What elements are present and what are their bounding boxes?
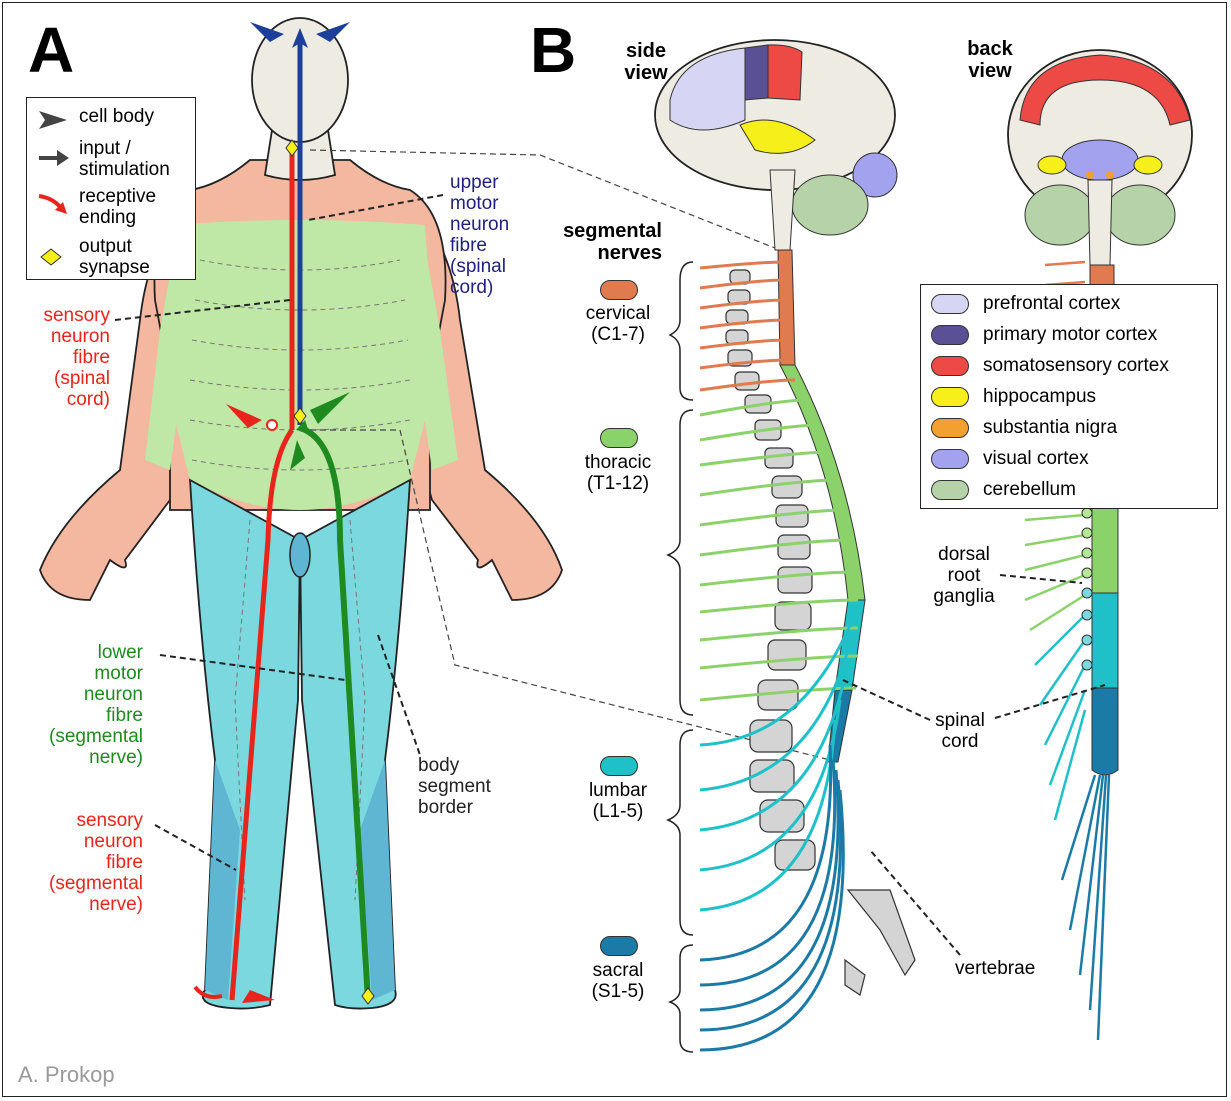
- thoracic-swatch: [600, 428, 638, 448]
- receptive-ending-icon: [39, 196, 67, 214]
- cervical-swatch: [600, 280, 638, 300]
- input-arrow-icon: [39, 150, 69, 166]
- back-cerebellum-right: [1105, 185, 1175, 245]
- back-visual-cortex: [1062, 140, 1138, 180]
- side-cerebellum: [792, 175, 868, 235]
- back-view-line-2: view: [955, 60, 1025, 82]
- back-view-line-1: back: [955, 38, 1025, 60]
- back-brainstem: [1088, 180, 1112, 265]
- label-vertebrae: vertebrae: [955, 958, 1035, 979]
- legend-a-cell-body: cell body: [79, 106, 154, 127]
- legend-b-prefrontal: prefrontal cortex: [931, 290, 1120, 318]
- legend-a-input: input /stimulation: [79, 138, 170, 180]
- legend-b-motor: primary motor cortex: [931, 321, 1157, 349]
- legend-b-somatosensory: somatosensory cortex: [931, 352, 1169, 380]
- cell-body-arrowhead-icon: [39, 111, 67, 129]
- lumbar-label: lumbar(L1-5): [568, 780, 668, 822]
- side-somatosensory-cortex: [768, 45, 802, 100]
- side-view-line-2: view: [606, 62, 686, 84]
- back-hippocampus-right: [1134, 156, 1162, 174]
- back-cerebellum-left: [1025, 185, 1095, 245]
- side-brainstem: [770, 170, 795, 250]
- thoracic-label: thoracic(T1-12): [568, 452, 668, 494]
- genital: [290, 533, 310, 577]
- output-synapse-icon: [41, 249, 61, 265]
- cervical-label: cervical(C1-7): [568, 303, 668, 345]
- back-substantia-nigra-right: [1106, 171, 1114, 179]
- legend-b-hippocampus: hippocampus: [931, 383, 1096, 411]
- lumbar-swatch: [600, 756, 638, 776]
- vertebrae-column: [726, 270, 915, 995]
- left-leg: [190, 480, 300, 1009]
- back-brain: [1008, 50, 1192, 265]
- side-brain: [655, 40, 897, 250]
- side-primary-motor-cortex: [745, 45, 768, 100]
- side-view-heading: side view: [606, 40, 686, 84]
- legend-b-substantia-nigra: substantia nigra: [931, 414, 1117, 442]
- panel-label-b: B: [530, 18, 576, 82]
- legend-b-cerebellum: cerebellum: [931, 476, 1076, 504]
- dorsal-root-ganglia-icons: [1082, 508, 1092, 670]
- panel-label-a: A: [28, 18, 74, 82]
- sacral-swatch: [600, 936, 638, 956]
- sacral-label: sacral(S1-5): [568, 960, 668, 1002]
- back-substantia-nigra-left: [1086, 171, 1094, 179]
- receptive-ending-torso-icon: [267, 420, 277, 430]
- group-braces: [668, 262, 693, 1052]
- legend-b-visual: visual cortex: [931, 445, 1089, 473]
- side-view-line-1: side: [606, 40, 686, 62]
- credit: A. Prokop: [18, 1064, 115, 1085]
- back-view-heading: back view: [955, 38, 1025, 82]
- legend-b: prefrontal cortex primary motor cortex s…: [920, 284, 1218, 509]
- back-hippocampus-left: [1038, 156, 1066, 174]
